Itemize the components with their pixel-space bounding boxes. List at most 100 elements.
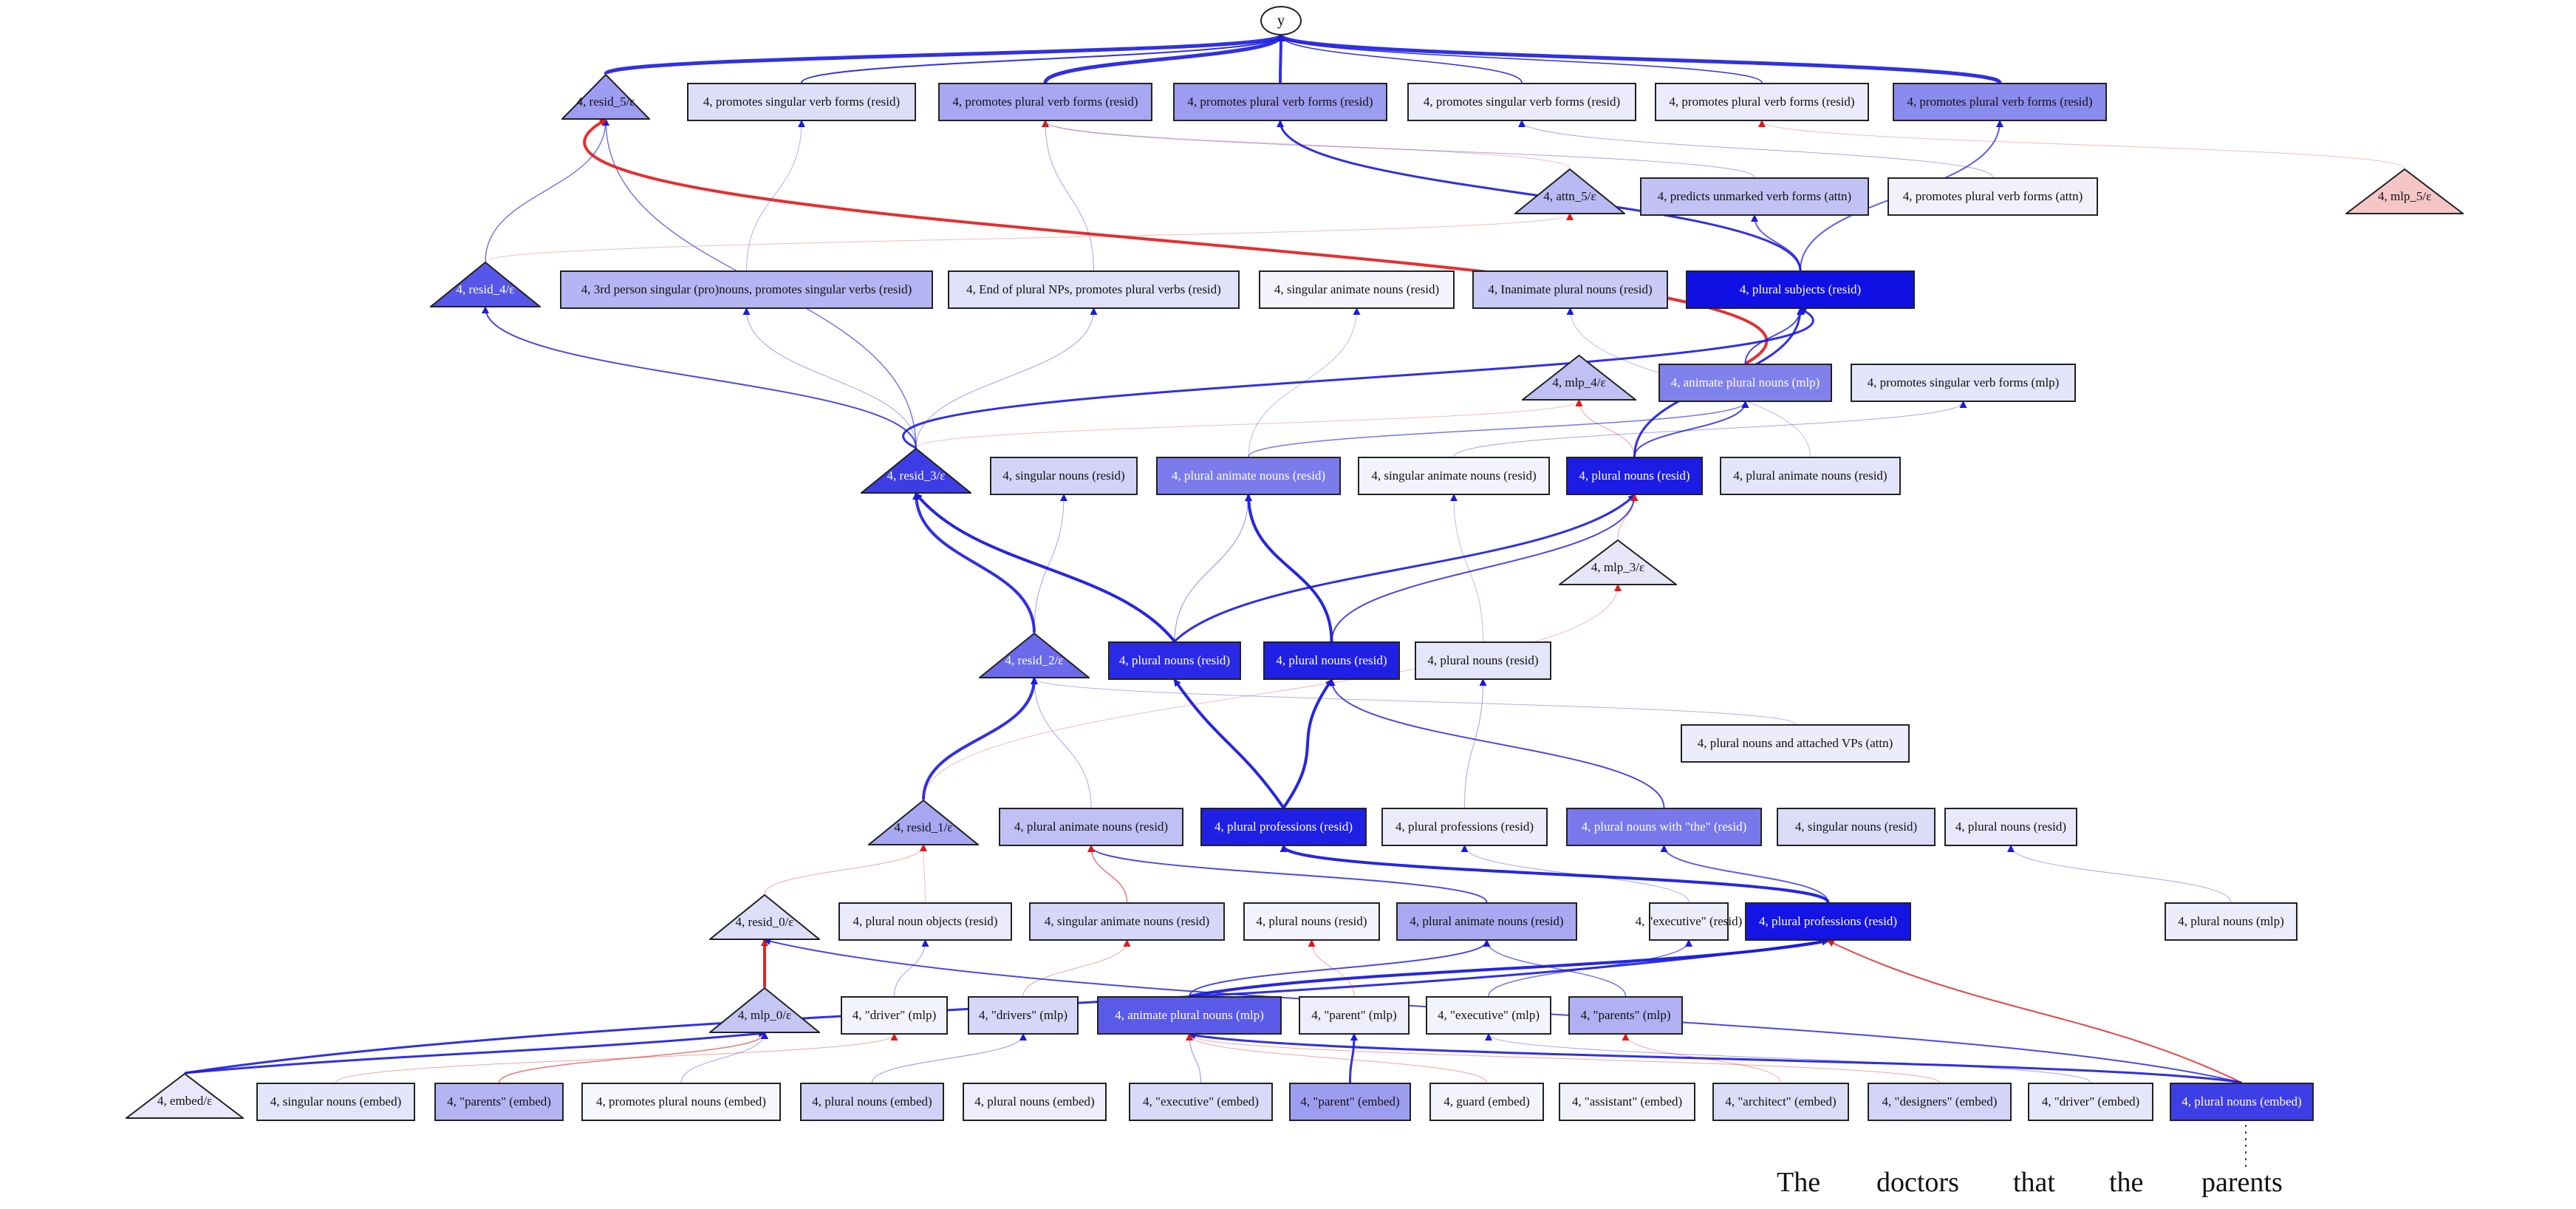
residual-node-label: 4, mlp_4/ε [1552,375,1606,389]
feature-node-4-plural-nouns-and-attached-vps-attn: 4, plural nouns and attached VPs (attn) [1681,724,1910,763]
graph-edge [1173,678,1285,809]
feature-node-4-plural-nouns-mlp: 4, plural nouns (mlp) [2165,902,2297,941]
triangle-shape [428,261,542,307]
feature-node-4-plural-animate-nouns-resid: 4, plural animate nouns (resid) [1156,457,1341,495]
feature-node-4-3rd-person-singular-pro-nouns-promotes-singular-verbs-resid: 4, 3rd person singular (pro)nouns, promo… [560,270,933,309]
graph-edge [1031,677,1092,808]
residual-node-label: 4, resid_3/ε [886,468,946,483]
graph-edge [1617,494,1639,540]
residual-node-label: 4, resid_5/ε [576,94,635,109]
residual-node-4-mlp-5: 4, mlp_5/ε [2344,168,2465,214]
feature-node-4-promotes-plural-verb-forms-resid: 4, promotes plural verb forms (resid) [1893,83,2107,121]
graph-edge [915,399,1583,449]
graph-edge [872,1033,1027,1083]
graph-edge [1282,678,1333,809]
feature-node-4-executive-mlp: 4, "executive" (mlp) [1426,996,1551,1035]
graph-edge [1280,845,1830,904]
output-node-y: y [1260,6,1302,35]
feature-node-4-plural-nouns-resid: 4, plural nouns (resid) [1566,457,1703,495]
residual-node-4-resid-4: 4, resid_4/ε [428,261,542,307]
graph-edge [1660,845,1829,903]
graph-edge [764,844,927,895]
feature-node-4-plural-nouns-resid: 4, plural nouns (resid) [1108,641,1241,680]
graph-edge [1744,307,1804,364]
feature-node-4-plural-animate-nouns-resid: 4, plural animate nouns (resid) [999,808,1183,846]
graph-edge [1518,120,1993,178]
feature-node-4-promotes-plural-verb-forms-resid: 4, promotes plural verb forms (resid) [1655,83,1869,121]
graph-edge [1042,120,1571,169]
feature-node-4-parents-embed: 4, "parents" (embed) [434,1083,564,1121]
feature-node-4-plural-nouns-embed: 4, plural nouns (embed) [2170,1083,2314,1121]
feature-node-4-end-of-plural-nps-promotes-plural-verbs-resid: 4, End of plural NPs, promotes plural ve… [948,270,1240,309]
residual-node-4-resid-5: 4, resid_5/ε [560,73,652,120]
feature-node-4-plural-animate-nouns-resid: 4, plural animate nouns (resid) [1720,457,1901,495]
feature-node-4-promotes-singular-verb-forms-mlp: 4, promotes singular verb forms (mlp) [1851,364,2076,402]
triangle-shape [1557,539,1678,585]
feature-node-4-plural-nouns-resid: 4, plural nouns (resid) [1243,902,1380,941]
graph-edge [1483,939,1627,997]
feature-node-4-singular-nouns-resid: 4, singular nouns (resid) [990,457,1138,495]
graph-edge [1277,34,1523,84]
graph-edge [1087,845,1128,903]
graph-edge [920,844,928,903]
graph-edge [1575,399,1635,457]
graph-edge [1186,1033,1487,1083]
graph-edge [498,1032,768,1083]
graph-edge [1186,1033,1940,1083]
feature-node-4-plural-nouns-embed: 4, plural nouns (embed) [800,1083,944,1121]
graph-edge [742,307,917,449]
residual-node-label: 4, resid_2/ε [1005,653,1064,667]
graph-edge [912,492,1036,633]
graph-edge [1328,678,1665,808]
triangle-shape [1520,354,1638,401]
feature-node-4-driver-mlp: 4, "driver" (mlp) [841,996,948,1035]
residual-node-label: 4, mlp_3/ε [1591,559,1645,574]
feature-node-4-architect-embed: 4, "architect" (embed) [1712,1083,1849,1121]
residual-node-label: 4, mlp_0/ε [737,1007,792,1022]
token-2: doctors [1876,1167,1959,1198]
feature-node-4-plural-nouns-with-the-resid: 4, plural nouns with "the" (resid) [1566,808,1762,846]
feature-node-4-parent-embed: 4, "parent" (embed) [1289,1083,1411,1121]
feature-node-4-inanimate-plural-nouns-resid: 4, Inanimate plural nouns (resid) [1472,270,1668,309]
triangle-shape [2344,168,2465,214]
token-1: The [1777,1167,1821,1198]
graph-edge [1826,939,2242,1083]
feature-node-4-plural-noun-objects-resid: 4, plural noun objects (resid) [838,902,1012,941]
graph-edge [902,307,1814,449]
token-5: parents [2201,1167,2283,1198]
feature-node-4-plural-nouns-embed: 4, plural nouns (embed) [963,1083,1107,1121]
residual-node-4-mlp-4: 4, mlp_4/ε [1520,354,1638,401]
residual-node-label: 4, attn_5/ε [1543,188,1596,203]
residual-node-4-resid-2: 4, resid_2/ε [977,632,1091,678]
graph-edge [801,34,1285,84]
feature-node-4-guard-embed: 4, guard (embed) [1429,1083,1544,1121]
graph-edge [1031,677,1796,725]
feature-node-4-plural-professions-resid: 4, plural professions (resid) [1745,902,1911,941]
graph-edge [746,120,805,271]
feature-node-4-promotes-plural-verb-forms-resid: 4, promotes plural verb forms (resid) [938,83,1152,121]
feature-node-4-singular-nouns-embed: 4, singular nouns (embed) [256,1083,415,1121]
graph-edge [894,939,929,997]
feature-node-4-predicts-unmarked-verb-forms-attn: 4, predicts unmarked verb forms (attn) [1640,177,1869,216]
graph-edge [1485,1033,2091,1083]
graph-edge [915,492,1176,643]
feature-node-4-promotes-singular-verb-forms-resid: 4, promotes singular verb forms (resid) [687,83,916,121]
graph-edge [1464,678,1487,808]
graph-edge [604,33,1285,76]
feature-node-4-plural-nouns-resid: 4, plural nouns (resid) [1944,808,2077,846]
graph-edge [1034,494,1067,633]
residual-node-4-mlp-3: 4, mlp_3/ε [1557,539,1678,585]
graph-edge [1043,34,1285,84]
graph-edge [2007,845,2232,903]
graph-edge [1460,845,1690,903]
graph-edge [915,307,1098,449]
graph-edge [335,1033,898,1083]
feature-node-4-plural-professions-resid: 4, plural professions (resid) [1381,808,1548,846]
feature-node-4-plural-professions-resid: 4, plural professions (resid) [1200,808,1367,846]
graph-edge [1277,33,2002,85]
feature-node-4-driver-embed: 4, "driver" (embed) [2028,1083,2153,1121]
feature-node-4-singular-animate-nouns-resid: 4, singular animate nouns (resid) [1358,457,1550,495]
graph-edge [1042,120,1094,271]
graph-edge [1245,494,1333,642]
